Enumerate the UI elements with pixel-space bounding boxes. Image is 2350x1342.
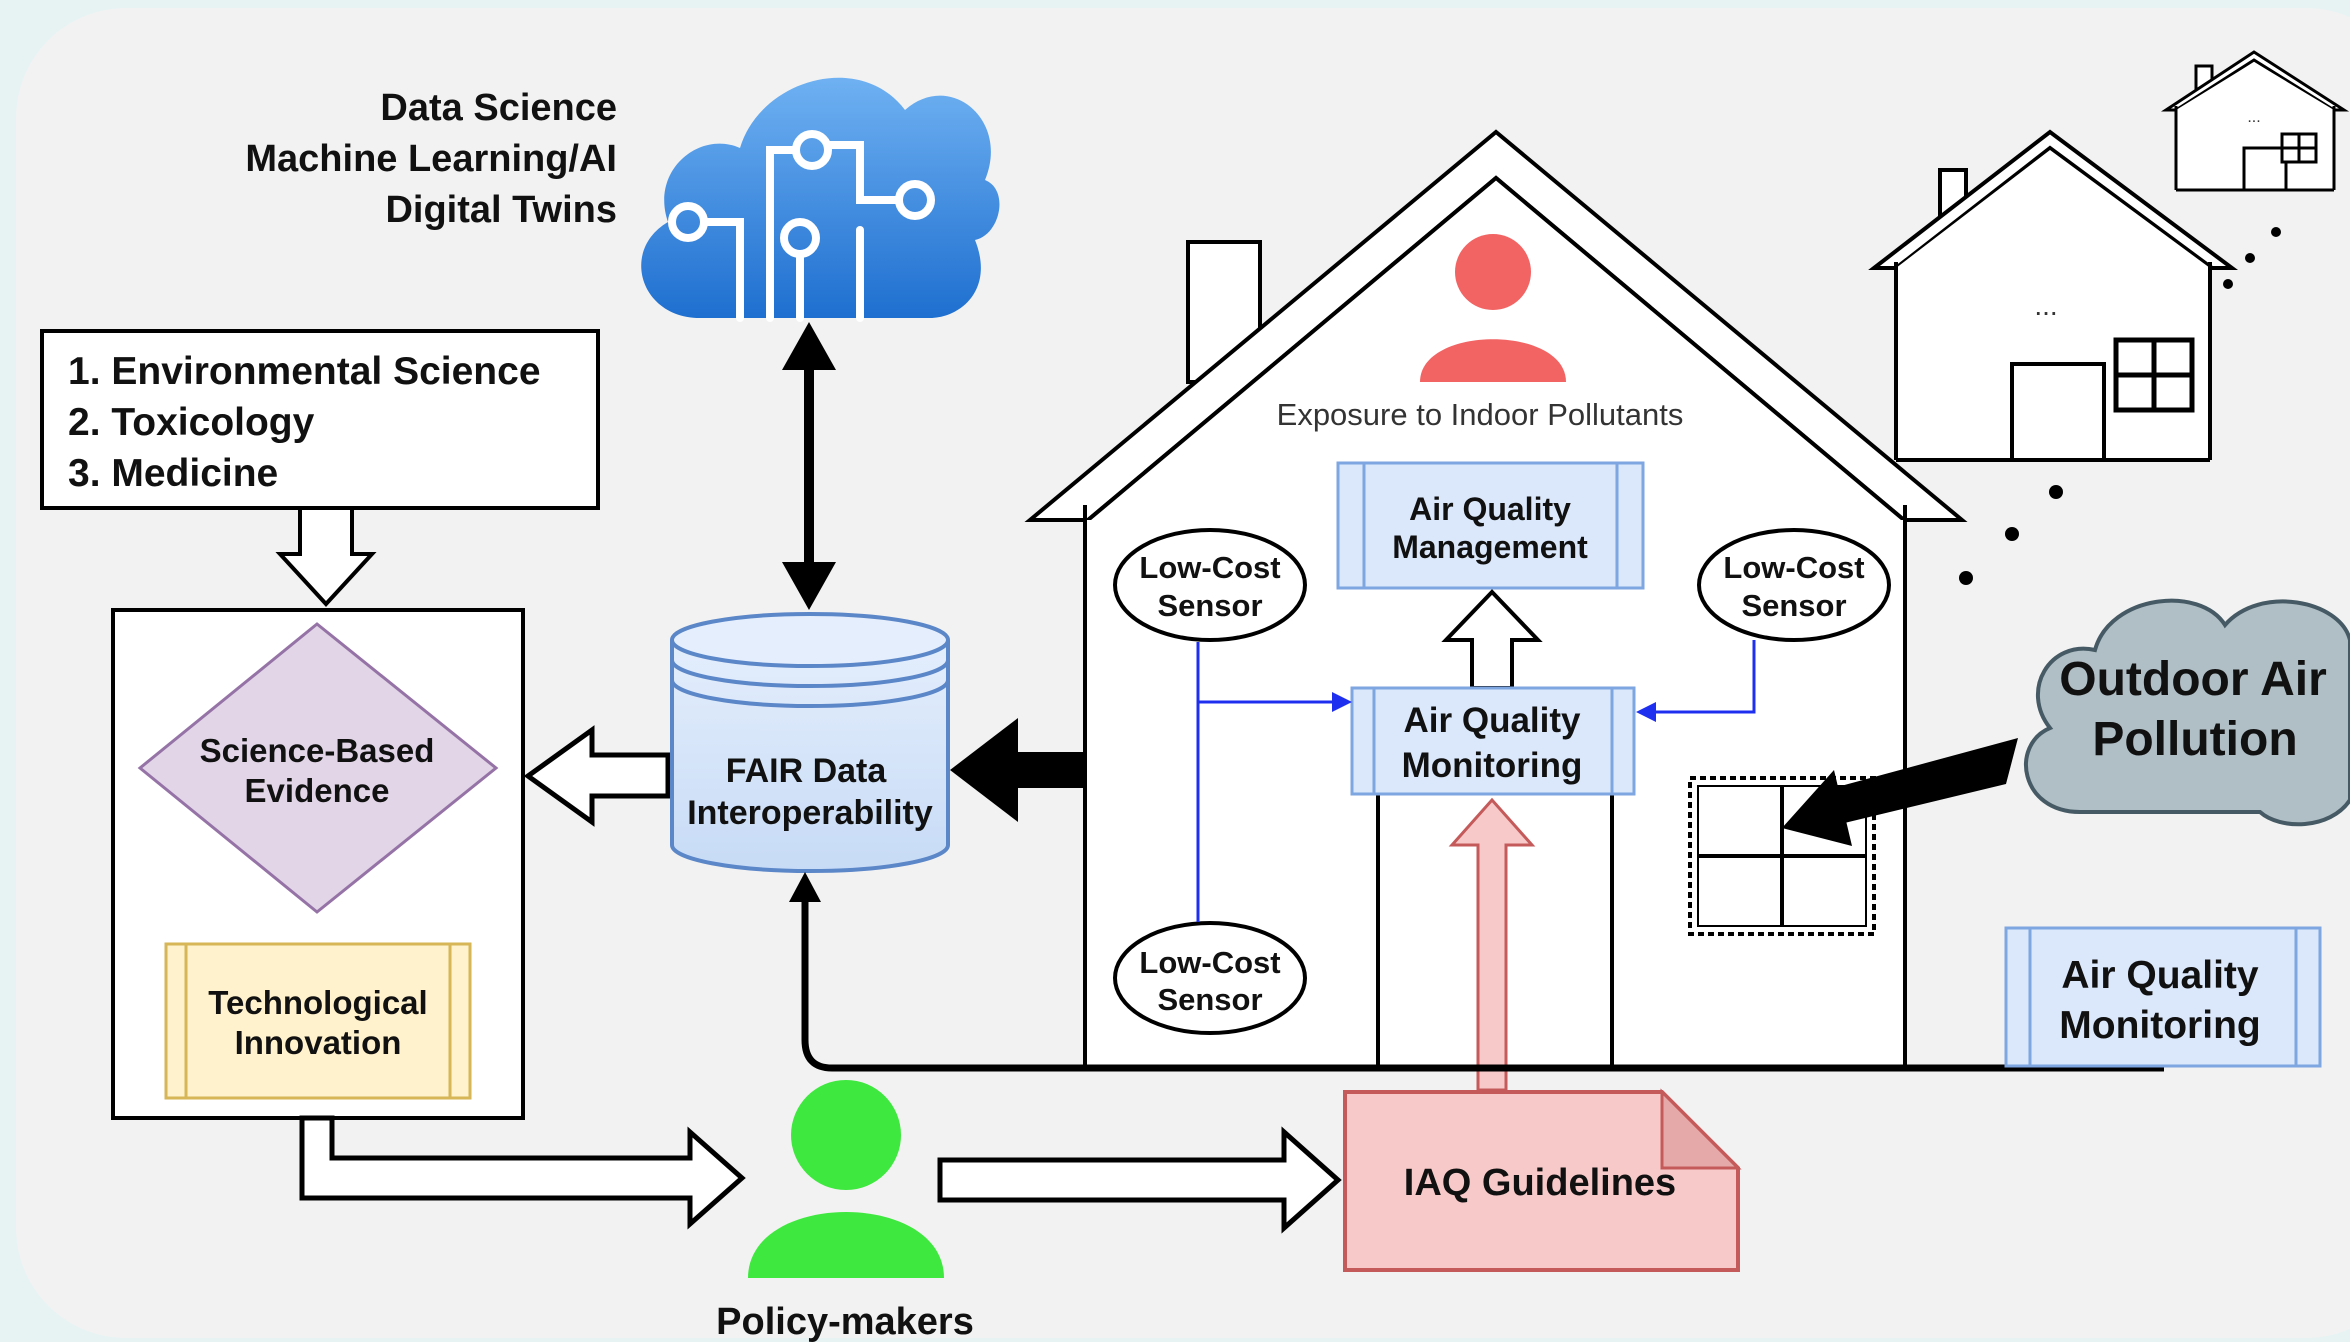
sensor-top-left-line2: Sensor [1157, 588, 1262, 623]
policy-to-guidelines-arrow [937, 1126, 1342, 1234]
discipline-env-science: 1. Environmental Science [68, 350, 541, 393]
monitoring-to-management-arrow [1441, 589, 1543, 690]
sensor-bottom-line1: Low-Cost [1139, 945, 1280, 980]
evidence-to-policy-arrow [299, 1115, 746, 1230]
tech-innovation-box: Technological Innovation [164, 942, 472, 1100]
aq-management-line2: Management [1392, 529, 1588, 565]
policy-makers-label: Policy-makers [716, 1301, 974, 1342]
aq-monitoring-outdoor-box: Air Quality Monitoring [2004, 926, 2322, 1068]
neighbor-medium-ellipsis: ... [2034, 290, 2057, 321]
cloud-db-double-arrow [782, 322, 836, 610]
sensor-top-left: Low-Cost Sensor [1113, 528, 1307, 642]
exposed-person-icon [1420, 234, 1566, 382]
iaq-guidelines-document: IAQ Guidelines [1343, 1088, 1742, 1272]
sensor-top-right-line2: Sensor [1741, 588, 1846, 623]
fair-data-label: FAIR Data [726, 752, 888, 790]
innovation-label: Innovation [235, 1024, 402, 1061]
neighbor-house-small: ... [2160, 50, 2350, 192]
discipline-toxicology: 2. Toxicology [68, 401, 315, 444]
sensor-bottom: Low-Cost Sensor [1113, 921, 1307, 1035]
machine-learning-label: Machine Learning/AI [245, 138, 617, 180]
sensor-left-arrowhead [1332, 692, 1352, 712]
ai-cloud-icon [641, 77, 1000, 322]
sensor-connectors [1196, 640, 1756, 922]
outdoor-to-window-arrow [1782, 738, 2018, 846]
aq-monitoring-outdoor-line2: Monitoring [2059, 1004, 2260, 1047]
interoperability-label: Interoperability [687, 794, 933, 832]
aq-management-line1: Air Quality [1409, 491, 1571, 527]
ai-labels: Data Science Machine Learning/AI Digital… [245, 87, 617, 231]
sensor-bottom-line2: Sensor [1157, 982, 1262, 1017]
aq-monitoring-indoor-line1: Air Quality [1404, 701, 1582, 740]
fair-database-icon: FAIR Data Interoperability [670, 612, 950, 873]
outdoor-line1: Outdoor Air [2059, 653, 2327, 706]
neighbor-small-ellipsis: ... [2247, 109, 2260, 126]
evidence-label: Evidence [245, 772, 390, 809]
guidelines-label: IAQ Guidelines [1404, 1162, 1676, 1204]
sensor-top-left-line1: Low-Cost [1139, 550, 1280, 585]
exposure-label: Exposure to Indoor Pollutants [1277, 397, 1684, 432]
outdoor-line2: Pollution [2092, 713, 2297, 766]
science-based-label: Science-Based [200, 732, 435, 769]
data-science-label: Data Science [380, 87, 617, 129]
aq-monitoring-outdoor-line1: Air Quality [2061, 954, 2259, 997]
aq-management-box: Air Quality Management [1336, 461, 1645, 590]
sensor-top-right: Low-Cost Sensor [1697, 528, 1891, 642]
aq-monitoring-indoor-line2: Monitoring [1402, 746, 1583, 785]
sensor-right-arrowhead [1636, 702, 1656, 722]
outdoor-pollution-cloud: Outdoor Air Pollution [2024, 598, 2350, 827]
db-to-evidence-arrow [523, 725, 671, 827]
technological-label: Technological [208, 984, 427, 1021]
disciplines-down-arrow [275, 506, 377, 607]
neighborhood-dots [1959, 227, 2281, 585]
ground-feedback-line [789, 872, 2164, 1072]
guidelines-to-monitoring-arrow [1448, 797, 1536, 1092]
science-evidence-diamond: Science-Based Evidence [137, 622, 499, 914]
sensor-top-right-line1: Low-Cost [1723, 550, 1864, 585]
aq-monitoring-indoor-box: Air Quality Monitoring [1350, 686, 1636, 796]
digital-twins-label: Digital Twins [385, 189, 617, 231]
neighbor-house-medium: ... [1868, 129, 2239, 462]
discipline-medicine: 3. Medicine [68, 452, 278, 495]
policy-maker-icon [748, 1080, 944, 1278]
disciplines-box: 1. Environmental Science 2. Toxicology 3… [40, 329, 600, 510]
